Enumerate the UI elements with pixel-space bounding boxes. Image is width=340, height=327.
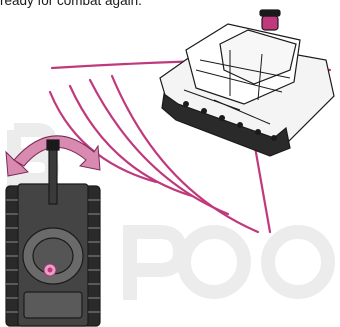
target-tank [160, 10, 334, 156]
